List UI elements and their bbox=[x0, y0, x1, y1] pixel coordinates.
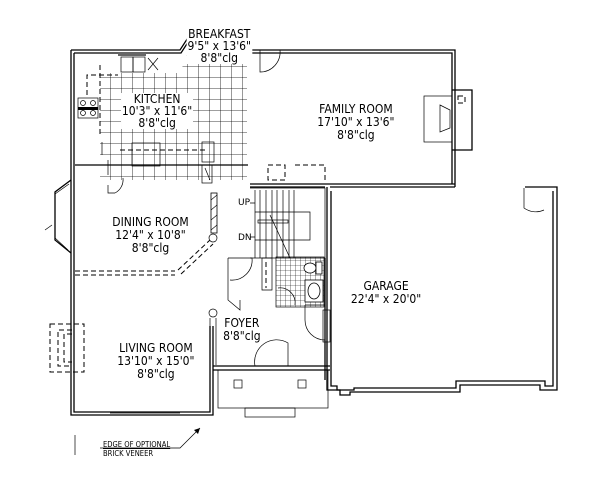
room-ceiling: 8'8"clg bbox=[200, 51, 239, 65]
room-size: 22'4" x 20'0" bbox=[350, 292, 422, 306]
room-size: 9'5" x 13'6" bbox=[187, 39, 252, 53]
room-size: 10'3" x 11'6" bbox=[121, 104, 193, 118]
stairs-down-label: DN bbox=[238, 233, 252, 243]
room-size: 12'4" x 10'8" bbox=[115, 228, 186, 242]
room-size: 13'10" x 15'0" bbox=[117, 354, 195, 368]
brick-veneer-note: EDGE OF OPTIONAL BRICK VENEER bbox=[103, 440, 170, 458]
dining-partitions bbox=[75, 192, 218, 276]
room-ceiling: 8'8"clg bbox=[337, 128, 375, 142]
dining-bay-window bbox=[44, 179, 72, 254]
brick-veneer-leader bbox=[74, 427, 201, 455]
family-room-label: FAMILY ROOM 17'10" x 13'6" 8'8"clg bbox=[316, 103, 395, 142]
room-ceiling: 8'8"clg bbox=[131, 241, 170, 255]
room-name: GARAGE bbox=[363, 279, 409, 293]
garage-walls bbox=[304, 186, 558, 396]
breakfast-label: BREAKFAST 9'5" x 13'6" 8'8"clg bbox=[186, 27, 252, 65]
room-name: KITCHEN bbox=[133, 92, 181, 106]
kitchen-label: KITCHEN 10'3" x 11'6" 8'8"clg bbox=[121, 92, 194, 130]
room-ceiling: 8'8"clg bbox=[138, 116, 176, 130]
foyer-and-porch bbox=[208, 308, 330, 418]
room-name: FAMILY ROOM bbox=[319, 102, 393, 116]
room-size: 17'10" x 13'6" bbox=[317, 115, 395, 129]
room-name: BREAKFAST bbox=[188, 27, 251, 41]
staircase bbox=[250, 187, 326, 259]
room-ceiling: 8'8"clg bbox=[137, 367, 175, 381]
note-line-2: BRICK VENEER bbox=[103, 449, 154, 458]
room-name: DINING ROOM bbox=[112, 215, 189, 229]
foyer-label: FOYER 8'8"clg bbox=[222, 317, 261, 343]
dining-room-label: DINING ROOM 12'4" x 10'8" 8'8"clg bbox=[111, 216, 189, 255]
living-room-fireplace bbox=[49, 323, 85, 373]
room-ceiling: 8'8"clg bbox=[223, 329, 261, 343]
breakfast-door bbox=[259, 49, 281, 73]
living-room-label: LIVING ROOM 13'10" x 15'0" 8'8"clg bbox=[116, 342, 195, 381]
family-room-fireplace bbox=[423, 89, 473, 151]
stairs-up-label: UP bbox=[238, 198, 251, 208]
garage-label: GARAGE 22'4" x 20'0" bbox=[350, 280, 422, 306]
kitchen-fixtures bbox=[75, 56, 248, 194]
note-line-1: EDGE OF OPTIONAL bbox=[103, 440, 171, 449]
closet-and-bath bbox=[227, 256, 325, 311]
room-name: LIVING ROOM bbox=[119, 341, 193, 355]
room-name: FOYER bbox=[224, 316, 260, 330]
